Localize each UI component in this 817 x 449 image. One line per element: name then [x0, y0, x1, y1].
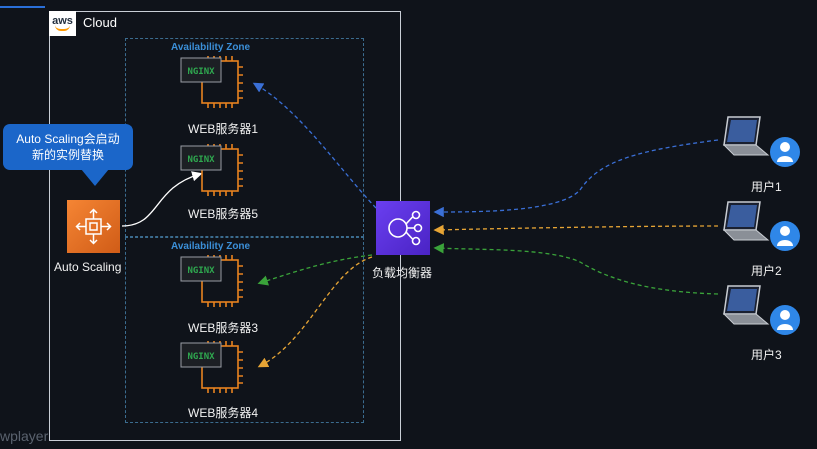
- laptop-icon: [722, 201, 770, 241]
- arrow-user3-to-elb: [433, 243, 719, 295]
- ec2-instance-icon: NGINX: [180, 255, 243, 307]
- availability-zone-2: [125, 237, 364, 423]
- autoscaling-icon: [67, 200, 120, 253]
- laptop-icon: [722, 285, 770, 325]
- server-label-5: WEB服务器5: [188, 207, 259, 221]
- server-label-1: WEB服务器1: [188, 122, 259, 136]
- aws-logo-smile: [55, 25, 70, 31]
- load-balancer-icon: [376, 201, 430, 255]
- user-icon: [770, 137, 800, 167]
- arrow-elb-to-server1: [252, 82, 377, 209]
- load-balancer-label: 负载均衡器: [372, 266, 433, 280]
- user-icon: [770, 305, 800, 335]
- arrow-user1-to-elb: [433, 139, 719, 218]
- callout-line-1: Auto Scaling会启动: [16, 132, 120, 146]
- aws-logo-icon: aws: [49, 11, 76, 36]
- ec2-instance-icon: NGINX: [180, 144, 243, 196]
- callout-line-2: 新的实例替换: [31, 148, 104, 162]
- server-label-3: WEB服务器3: [188, 321, 259, 335]
- nginx-badge: NGINX: [187, 266, 215, 276]
- user-label-1: 用户1: [751, 180, 782, 194]
- server-label-4: WEB服务器4: [188, 406, 259, 420]
- cloud-label: Cloud: [83, 15, 117, 30]
- nginx-badge: NGINX: [187, 67, 215, 77]
- arrow-elb-to-server3: [257, 254, 373, 286]
- nginx-badge: NGINX: [187, 155, 215, 165]
- callout-tail: [81, 169, 109, 186]
- aws-logo-text: aws: [52, 15, 73, 27]
- laptop-icon: [722, 116, 770, 156]
- top-accent-line: [0, 6, 45, 8]
- user-icon: [770, 221, 800, 251]
- watermark: wplayer: [0, 428, 49, 444]
- autoscaling-callout: Auto Scaling会启动 新的实例替换: [3, 124, 133, 170]
- user-label-3: 用户3: [751, 348, 782, 362]
- arrow-elb-to-server4: [257, 256, 373, 368]
- user-label-2: 用户2: [751, 264, 782, 278]
- availability-zone-1-title: Availability Zone: [171, 42, 251, 53]
- ec2-instance-icon: NGINX: [180, 56, 243, 108]
- arrow-autoscaling-to-server5: [121, 171, 203, 227]
- arrow-user2-to-elb: [433, 224, 719, 236]
- availability-zone-2-title: Availability Zone: [171, 241, 251, 252]
- autoscaling-label: Auto Scaling: [54, 260, 122, 274]
- nginx-badge: NGINX: [187, 352, 215, 362]
- ec2-instance-icon: NGINX: [180, 341, 243, 393]
